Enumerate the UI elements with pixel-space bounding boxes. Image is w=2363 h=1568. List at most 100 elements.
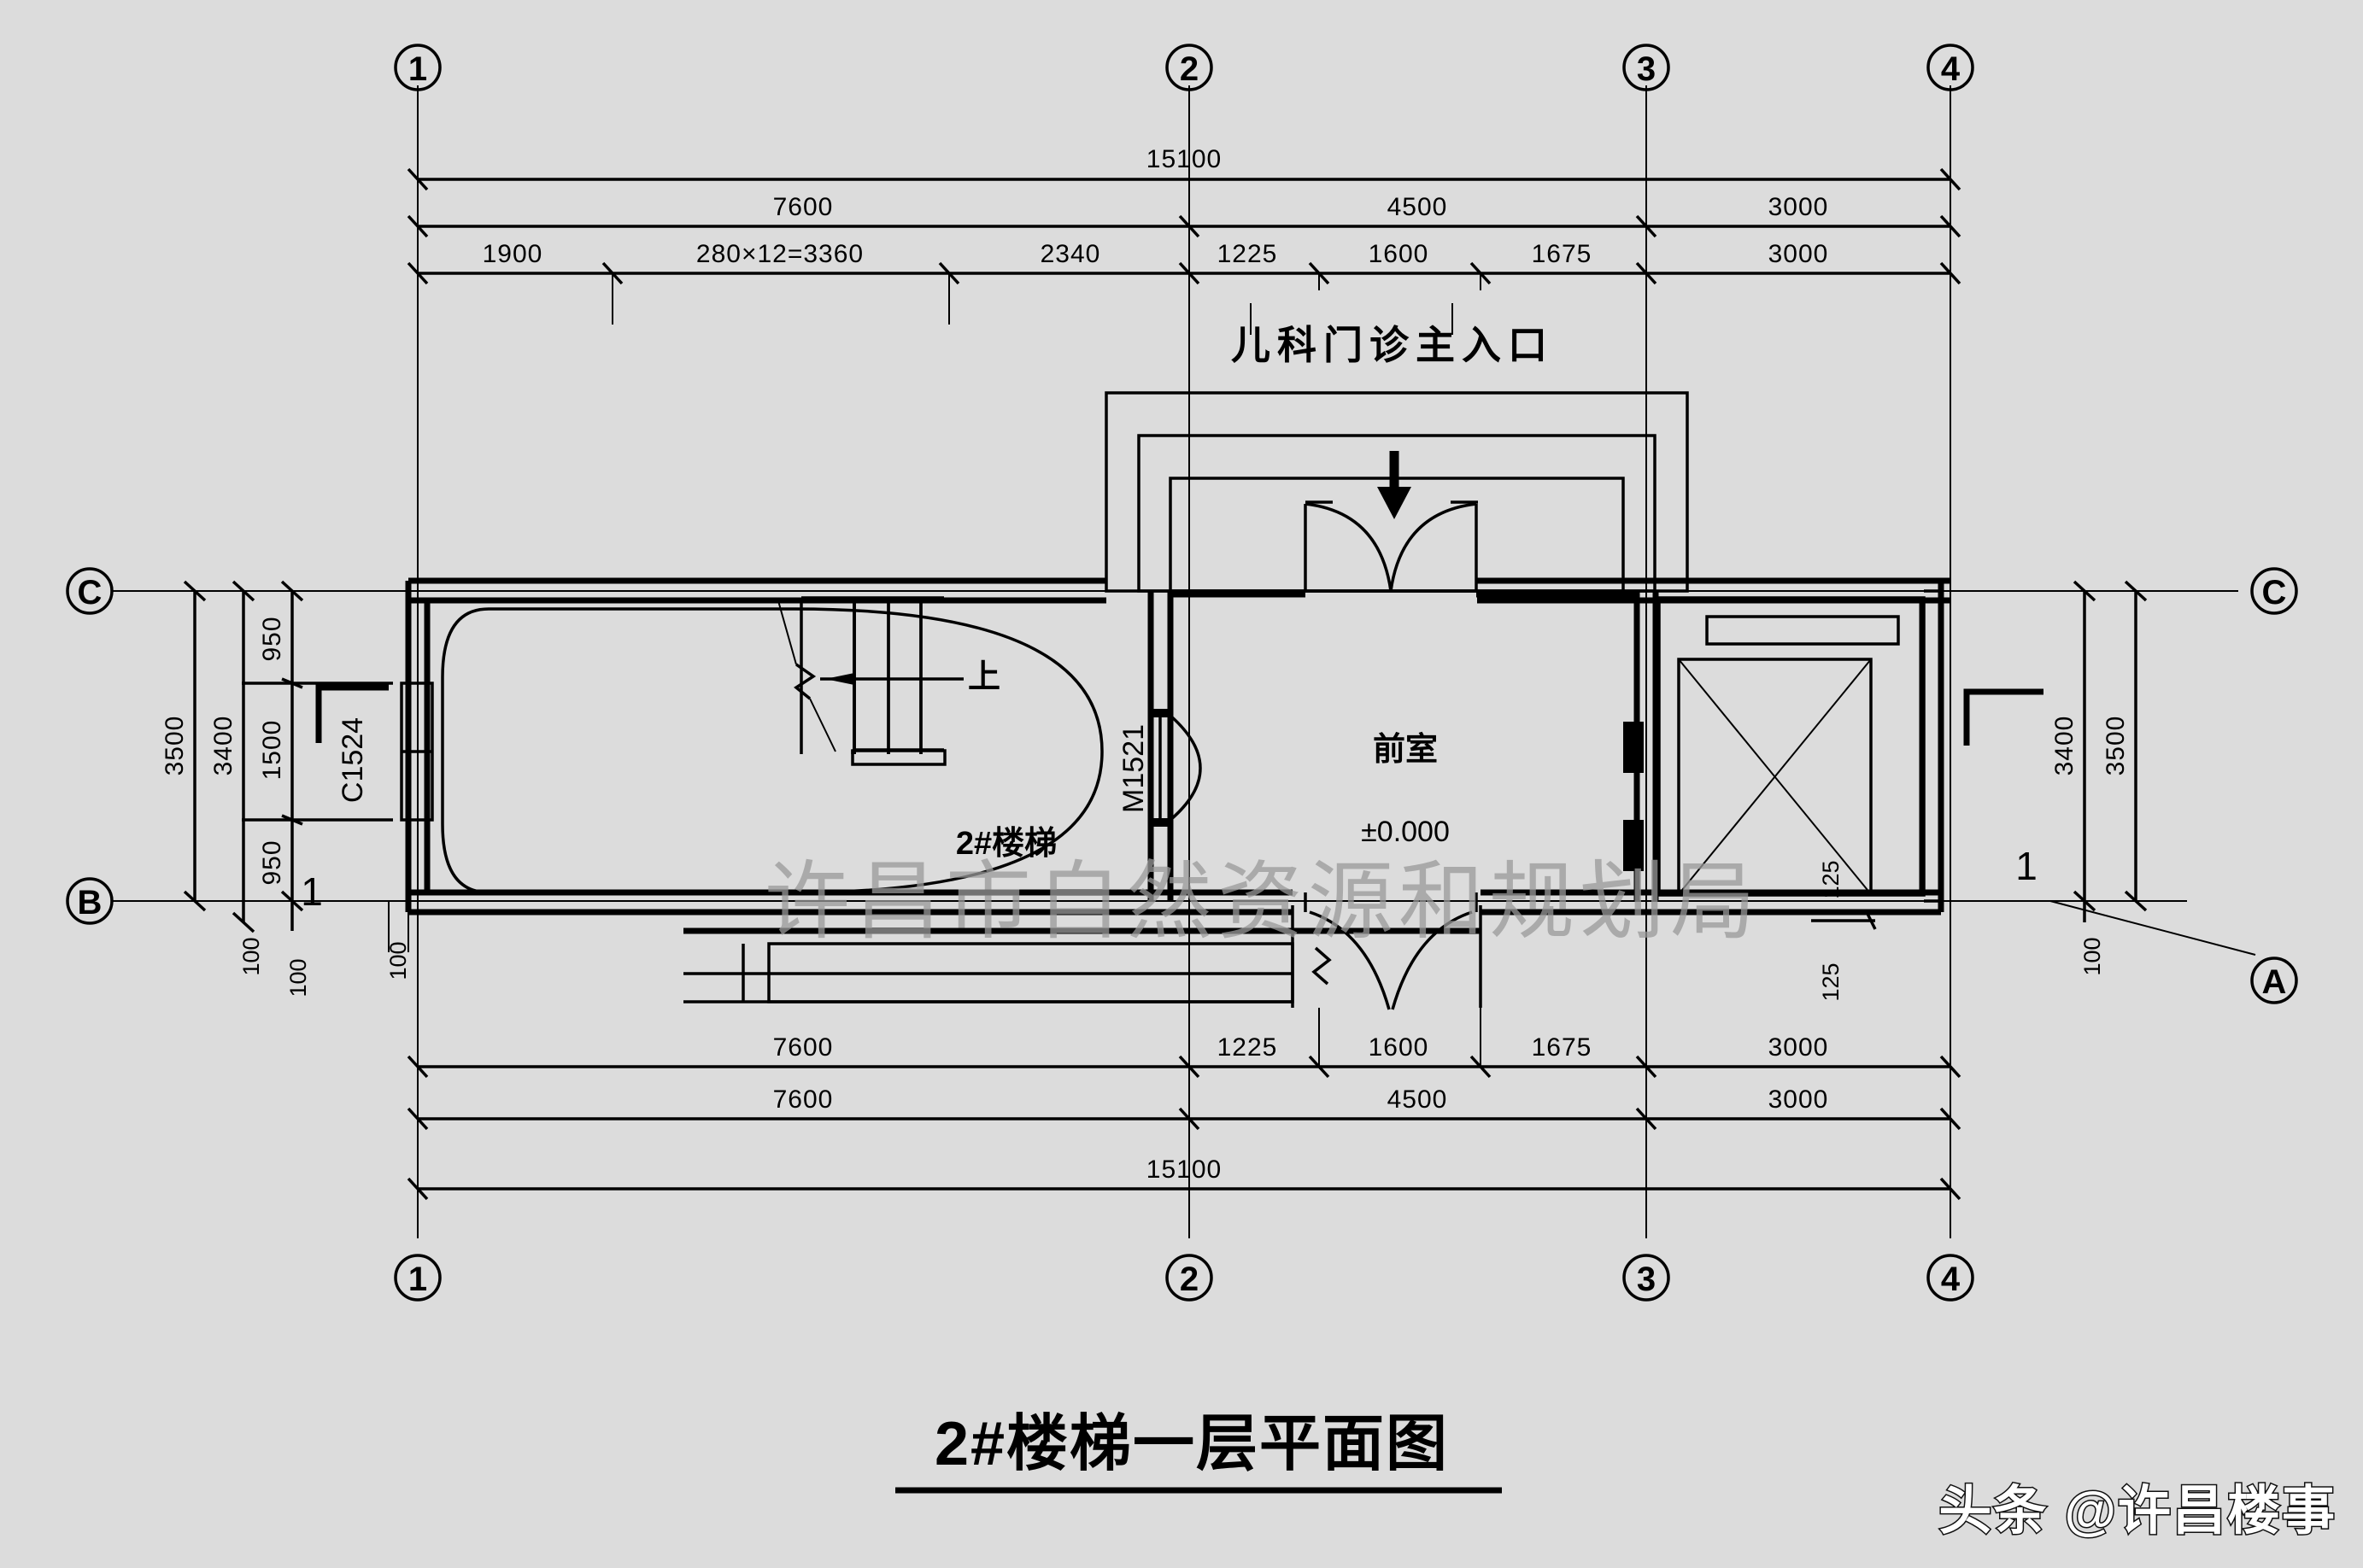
stair-room bbox=[441, 607, 1104, 894]
grid-bubble-right-c: C bbox=[2250, 567, 2298, 615]
grid-bubble-bottom-2: 2 bbox=[1165, 1254, 1213, 1302]
grid-bubble-top-2: 2 bbox=[1165, 44, 1213, 91]
section-mark-label: 1 bbox=[2015, 844, 2038, 888]
dim-value: 3000 bbox=[1768, 240, 1829, 268]
entrance-double-door bbox=[1170, 500, 1637, 598]
wall-nib-right bbox=[1924, 589, 1941, 903]
section-mark-right: 1 bbox=[1963, 688, 2043, 888]
dim-value: 950 bbox=[258, 616, 286, 661]
dim-value: 1675 bbox=[1532, 240, 1592, 268]
building-walls bbox=[405, 577, 1950, 916]
grid-bubble-bottom-1: 1 bbox=[394, 1254, 442, 1302]
dim-value: 1500 bbox=[258, 720, 286, 781]
window-c1524 bbox=[400, 682, 434, 822]
dim-value: 125 bbox=[1818, 962, 1844, 1001]
stair-room-label: 2#楼梯 bbox=[956, 826, 1057, 862]
grid-bubble-label: B bbox=[78, 884, 103, 921]
dim-value: 3500 bbox=[2102, 716, 2130, 776]
dim-value: 1900 bbox=[483, 240, 543, 268]
dim-left-mid: 3400 100 bbox=[209, 580, 264, 976]
grid-bubble-bottom-3: 3 bbox=[1622, 1254, 1670, 1302]
grid-bubble-right-a: A bbox=[2250, 957, 2298, 1004]
entrance-canopy bbox=[1105, 391, 1689, 593]
grid-bubble-label: A bbox=[2262, 963, 2287, 1001]
dim-value: 3500 bbox=[161, 716, 189, 776]
door-m1521 bbox=[1153, 709, 1202, 827]
grid-bubble-label: 3 bbox=[1637, 1261, 1656, 1298]
watermark-text: 许昌市自然资源和规划局 bbox=[765, 855, 1761, 950]
grid-bubble-label: 2 bbox=[1180, 1261, 1199, 1298]
dim-value: 125 bbox=[1818, 860, 1844, 898]
dim-value: 1675 bbox=[1532, 1033, 1592, 1062]
shaft-jamb-detail bbox=[1623, 722, 1644, 871]
dim-value: 1225 bbox=[1217, 1033, 1278, 1062]
window-code-label: C1524 bbox=[337, 717, 369, 803]
dim-value: 3000 bbox=[1768, 1033, 1829, 1062]
grid-bubble-label: 1 bbox=[408, 50, 427, 88]
grid-bubble-bottom-4: 4 bbox=[1926, 1254, 1974, 1302]
dim-value: 100 bbox=[285, 958, 311, 997]
dim-top-row2: 7600 4500 3000 bbox=[407, 193, 1961, 238]
exit-double-door bbox=[1291, 892, 1482, 1010]
grid-bubble-top-3: 3 bbox=[1622, 44, 1670, 91]
dim-value: 3000 bbox=[1768, 1085, 1829, 1114]
dim-bottom-row2: 7600 4500 3000 bbox=[407, 1085, 1961, 1131]
dim-left-outer: 3500 bbox=[111, 580, 207, 912]
grid-bubble-label: C bbox=[78, 574, 103, 611]
dim-left-chain: 950 1500 950 100 bbox=[242, 580, 393, 998]
grid-bubble-top-4: 4 bbox=[1926, 44, 1974, 91]
entry-stoop bbox=[683, 927, 1481, 1003]
dim-top-row3: 1900 280×12=3360 2340 1225 1600 1675 300… bbox=[407, 240, 1961, 325]
dim-value: 15100 bbox=[1146, 145, 1222, 173]
grid-bubble-label: 4 bbox=[1941, 1261, 1961, 1298]
brand-watermark: 头条 @许昌楼事 bbox=[1938, 1482, 2337, 1541]
elevator-shaft: 125 125 bbox=[1657, 596, 1926, 1002]
dim-value: 7600 bbox=[773, 1085, 834, 1114]
dim-bottom-row1: 7600 1225 1600 1675 3000 bbox=[407, 1008, 1961, 1079]
dim-top-overall: 15100 bbox=[407, 145, 1961, 191]
grid-bubble-label: 4 bbox=[1941, 50, 1961, 88]
dim-value: 100 bbox=[2079, 937, 2105, 975]
dim-right-mid: 3400 100 bbox=[2050, 580, 2110, 976]
dim-value: 100 bbox=[385, 941, 411, 980]
drawing-title-group: 2#楼梯一层平面图 bbox=[895, 1410, 1502, 1494]
grid-bubble-label: 1 bbox=[408, 1261, 427, 1298]
stair-up-label: 上 bbox=[968, 659, 1000, 695]
dim-value: 2340 bbox=[1041, 240, 1101, 268]
antechamber-label: 前室 bbox=[1373, 731, 1438, 768]
dim-value: 4500 bbox=[1387, 1085, 1448, 1114]
section-mark-left: 1 bbox=[301, 869, 323, 914]
grid-bubble-label: 2 bbox=[1180, 50, 1199, 88]
elevation-label: ±0.000 bbox=[1361, 816, 1450, 848]
dim-value: 7600 bbox=[773, 1033, 834, 1062]
dim-bottom-overall: 15100 bbox=[407, 1156, 1961, 1201]
dim-value: 100 bbox=[238, 937, 264, 975]
grid-bubble-label: C bbox=[2262, 574, 2287, 611]
dim-value: 15100 bbox=[1146, 1156, 1222, 1184]
door-code-label: M1521 bbox=[1117, 724, 1150, 813]
dim-left-wall-offsets: 100 bbox=[385, 901, 411, 980]
grid-bubble-left-b: B bbox=[66, 877, 114, 925]
grid-bubble-top-1: 1 bbox=[394, 44, 442, 91]
dim-value: 1600 bbox=[1369, 1033, 1429, 1062]
dim-value: 4500 bbox=[1387, 193, 1448, 221]
dim-value: 280×12=3360 bbox=[696, 240, 864, 268]
drawing-title: 2#楼梯一层平面图 bbox=[935, 1410, 1449, 1478]
dim-value: 1225 bbox=[1217, 240, 1278, 268]
dim-value: 7600 bbox=[773, 193, 834, 221]
grid-bubble-label: 3 bbox=[1637, 50, 1656, 88]
section-mark-label: 1 bbox=[301, 869, 323, 914]
dim-value: 3400 bbox=[209, 716, 237, 776]
window-callout-c1524: C1524 bbox=[315, 684, 389, 803]
dim-value: 3400 bbox=[2050, 716, 2079, 776]
dim-right-outer: 3500 bbox=[2102, 580, 2148, 912]
dim-value: 3000 bbox=[1768, 193, 1829, 221]
entrance-label-leaders bbox=[1250, 303, 1453, 335]
dim-value: 1600 bbox=[1369, 240, 1429, 268]
grid-bubble-left-c: C bbox=[66, 567, 114, 615]
stair-flight bbox=[777, 596, 964, 766]
entrance-direction-arrow bbox=[1377, 451, 1411, 519]
entrance-label: 儿科门诊主入口 bbox=[1231, 323, 1554, 367]
